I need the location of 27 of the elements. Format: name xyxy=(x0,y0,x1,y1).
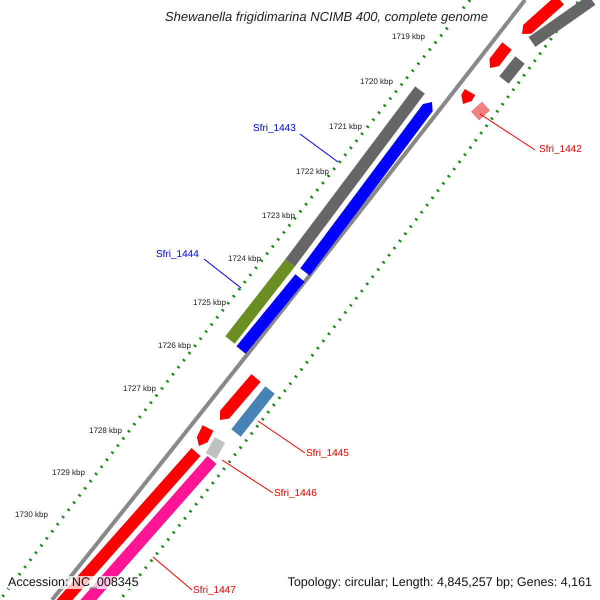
gene-label: Sfri_1444 xyxy=(156,250,199,260)
tick-label: 1726 kbp xyxy=(158,342,191,350)
info-text: Topology: circular; Length: 4,845,257 bp; Genes: 4,161 xyxy=(288,576,592,588)
gene-feature-bar xyxy=(206,437,226,459)
leader-line xyxy=(300,134,338,162)
leader-line xyxy=(258,420,306,454)
gene-label: Sfri_1447 xyxy=(193,586,236,596)
gene-feature-bar xyxy=(231,386,275,437)
gene-label: Sfri_1446 xyxy=(274,489,317,499)
leader-line xyxy=(480,114,536,150)
gene-feature-bar xyxy=(236,274,305,354)
tick-label: 1719 kbp xyxy=(392,33,425,41)
leader-line xyxy=(152,556,192,590)
gene-label: Sfri_1445 xyxy=(306,449,349,459)
tick-label: 1729 kbp xyxy=(52,469,85,477)
leader-line xyxy=(204,258,242,288)
map-title: Shewanella frigidimarina NCIMB 400, complete genome xyxy=(163,10,490,23)
gene-feature-bar xyxy=(471,102,490,120)
leader-line xyxy=(222,460,274,494)
gene-label: Sfri_1443 xyxy=(253,124,296,134)
tick-label: 1730 kbp xyxy=(15,511,48,519)
tick-label: 1722 kbp xyxy=(296,168,329,176)
tick-label: 1725 kbp xyxy=(193,299,226,307)
tick-label: 1727 kbp xyxy=(123,385,156,393)
info-text: Accession: NC_008345 xyxy=(8,576,139,588)
gene-label: Sfri_1442 xyxy=(539,145,582,155)
tick-label: 1721 kbp xyxy=(329,123,362,131)
